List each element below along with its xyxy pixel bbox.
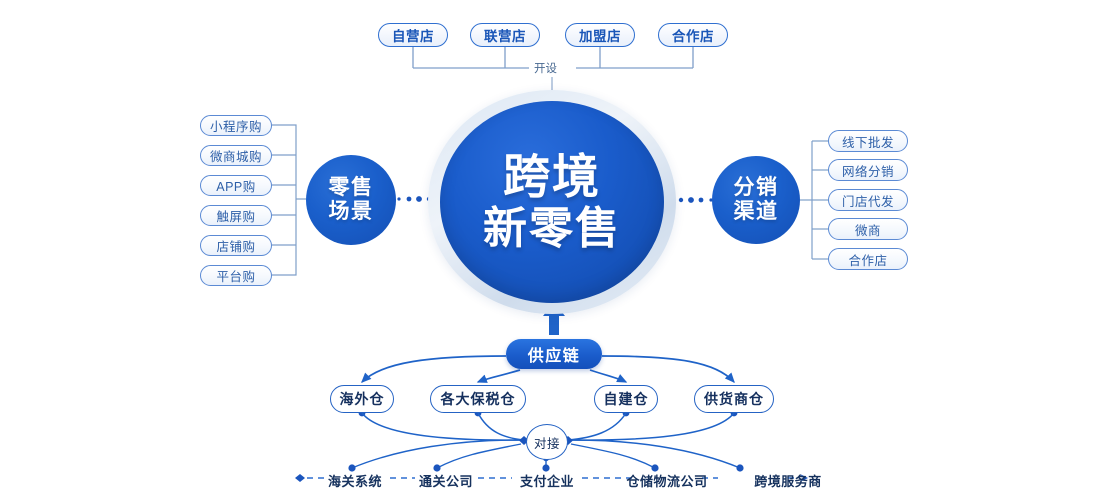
distribution-channel-micro-business[interactable]: 微商 [828,218,908,240]
retail-scenario-label: 平台购 [216,270,256,284]
warehouse-label: 自建仓 [603,391,649,407]
retail-scenario-label: 小程序购 [209,120,262,134]
service-warehouse-logistics[interactable]: 仓储物流公司 [626,474,708,489]
distribution-channel-label: 网络分销 [841,164,894,179]
store-pill-franchise[interactable]: 加盟店 [565,23,635,47]
warehouse-label: 各大保税仓 [440,391,516,407]
docking-node[interactable]: 对接 [526,424,568,460]
store-pill-joint-venture[interactable]: 联营店 [470,23,540,47]
store-pill-label: 加盟店 [579,29,621,44]
supply-chain-label: 供应链 [527,348,581,365]
retail-scenario-circle[interactable]: 零售 场景 [306,155,396,245]
retail-scenario-label: 触屏购 [216,210,256,224]
warehouse-label: 海外仓 [339,391,385,407]
center-title-line2: 新零售 [483,203,621,253]
warehouse-bonded[interactable]: 各大保税仓 [430,385,526,413]
store-pill-label: 自营店 [392,29,434,44]
distribution-circle-line2: 渠道 [733,200,779,223]
service-clearance-company[interactable]: 通关公司 [418,474,474,489]
distribution-channel-label: 合作店 [848,253,888,268]
retail-scenario-circle-line2: 场景 [328,200,374,223]
warehouse-overseas[interactable]: 海外仓 [330,385,394,413]
retail-scenario-circle-line1: 零售 [328,176,374,200]
warehouse-label: 供货商仓 [704,391,764,407]
service-customs-system[interactable]: 海关系统 [327,474,383,489]
retail-scenario-label: APP购 [216,180,256,194]
distribution-channel-label: 门店代发 [841,194,894,209]
service-cross-border-provider[interactable]: 跨境服务商 [754,474,822,489]
warehouse-supplier[interactable]: 供货商仓 [694,385,774,413]
store-pill-label: 联营店 [484,29,526,44]
distribution-channel-store-dropship[interactable]: 门店代发 [828,189,908,211]
retail-scenario-platform[interactable]: 平台购 [200,265,272,286]
distribution-channel-circle[interactable]: 分销 渠道 [712,156,800,244]
docking-node-label: 对接 [533,436,560,451]
distribution-channel-partner-store[interactable]: 合作店 [828,248,908,270]
distribution-channel-label: 微商 [854,223,881,238]
retail-scenario-wechat-mall[interactable]: 微商城购 [200,145,272,166]
warehouse-self-built[interactable]: 自建仓 [594,385,658,413]
store-pill-partner[interactable]: 合作店 [658,23,728,47]
retail-scenario-label: 微商城购 [209,150,262,164]
open-stores-label: 开设 [534,63,557,75]
service-payment-enterprise[interactable]: 支付企业 [519,474,575,489]
store-pill-self-operated[interactable]: 自营店 [378,23,448,47]
distribution-channel-online-distribution[interactable]: 网络分销 [828,159,908,181]
distribution-circle-line1: 分销 [733,176,779,200]
retail-scenario-store[interactable]: 店铺购 [200,235,272,256]
center-title-line1: 跨境 [503,149,601,203]
distribution-channel-offline-wholesale[interactable]: 线下批发 [828,130,908,152]
retail-scenario-mini-program[interactable]: 小程序购 [200,115,272,136]
center-circle[interactable]: 跨境 新零售 [440,101,664,303]
store-pill-label: 合作店 [672,29,714,44]
retail-scenario-label: 店铺购 [216,240,256,254]
distribution-channel-label: 线下批发 [841,135,894,150]
retail-scenario-app[interactable]: APP购 [200,175,272,196]
supply-chain-button[interactable]: 供应链 [506,339,602,369]
retail-scenario-touchscreen[interactable]: 触屏购 [200,205,272,226]
